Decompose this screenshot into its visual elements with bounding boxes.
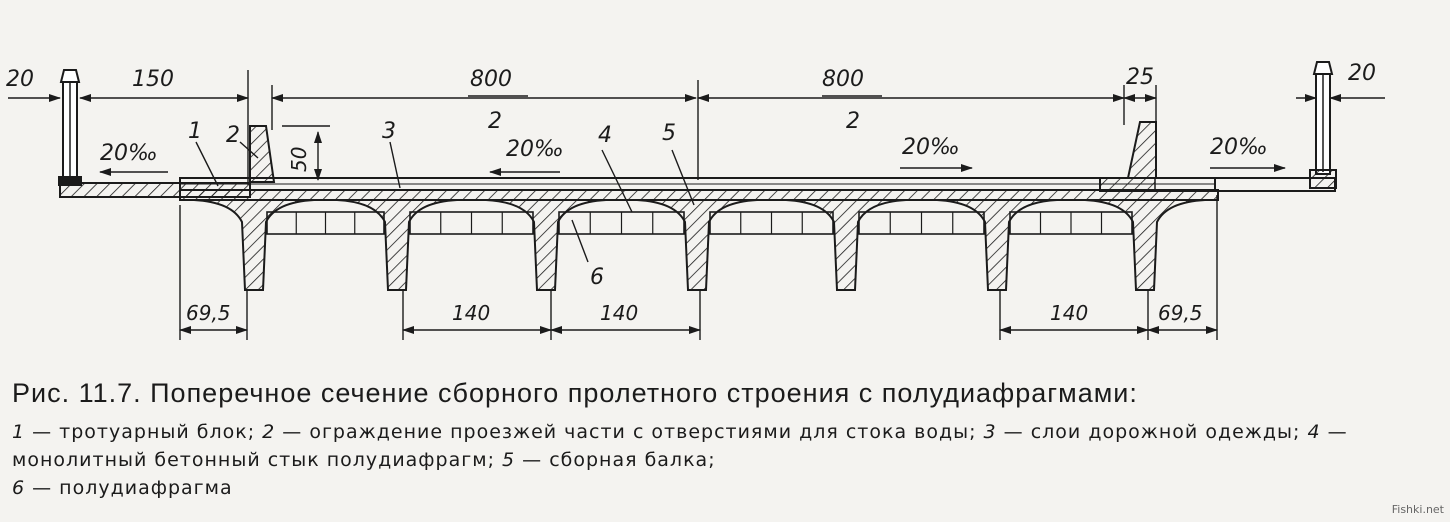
legend-num-5: 5 [502, 449, 516, 471]
callout-3: 3 [382, 119, 396, 144]
slope-left-roadway: 20‰ [506, 137, 564, 162]
dim-half-width-right-denom: 2 [846, 109, 860, 134]
flange-slab [179, 189, 1219, 201]
right-barrier [1126, 121, 1157, 179]
dim-left-railing: 20 [6, 67, 34, 92]
precast-beam-4 [636, 199, 758, 291]
precast-beam-7 [1084, 199, 1206, 291]
legend-num-2: 2 [262, 421, 276, 443]
left-barrier [249, 125, 276, 183]
callout-2: 2 [226, 123, 240, 148]
dim-edge-left: 69,5 [186, 301, 231, 325]
legend-text-5: — сборная балка; [515, 449, 716, 471]
figure-caption: Рис. 11.7. Поперечное сечение сборного п… [12, 376, 1432, 502]
legend-text-1: — тротуарный блок; [25, 421, 263, 443]
callout-4: 4 [598, 123, 612, 148]
half-diaphragms [266, 211, 1133, 235]
dim-spacing-2: 140 [600, 301, 638, 325]
slope-right-roadway: 20‰ [902, 135, 960, 160]
dim-right-railing: 20 [1348, 61, 1376, 86]
dimension-lines [8, 70, 1385, 340]
legend-num-4: 4 [1307, 421, 1321, 443]
dim-barrier-height: 50 [287, 147, 311, 172]
legend-num-3: 3 [983, 421, 997, 443]
slope-right-sidewalk: 20‰ [1210, 135, 1268, 160]
dim-spacing-3: 140 [1050, 301, 1088, 325]
left-railing [58, 69, 82, 186]
dim-half-width-left-denom: 2 [488, 109, 502, 134]
precast-beam-3 [485, 199, 607, 291]
watermark: Fishki.net [1391, 503, 1444, 516]
dim-spacing-1: 140 [452, 301, 490, 325]
legend-text-2: — ограждение проезжей части с отверстиям… [275, 421, 984, 443]
callout-6: 6 [590, 265, 604, 290]
legend-text-6: — полудиафрагма [25, 477, 233, 499]
caption-title: Рис. 11.7. Поперечное сечение сборного п… [12, 378, 1138, 408]
callout-1: 1 [188, 119, 202, 144]
dim-half-width-right: 800 [822, 67, 864, 92]
precast-beam-1 [193, 199, 315, 291]
leader-lines [195, 141, 695, 263]
legend-num-6: 6 [12, 477, 26, 499]
dim-barrier: 25 [1126, 65, 1154, 90]
legend-text-3: — слои дорожной одежды; [996, 421, 1308, 443]
dim-sidewalk: 150 [132, 67, 174, 92]
right-railing [1309, 61, 1337, 189]
precast-beams [179, 189, 1219, 291]
precast-beam-2 [336, 199, 458, 291]
cross-section-drawing: 20 150 800 2 800 2 25 20 50 69,5 140 140… [6, 61, 1385, 340]
callout-5: 5 [662, 121, 676, 146]
precast-beam-5 [785, 199, 907, 291]
legend-num-1: 1 [12, 421, 26, 443]
slope-left-sidewalk: 20‰ [100, 141, 158, 166]
caption-legend: 1 — тротуарный блок; 2 — ограждение прое… [12, 418, 1432, 502]
dim-half-width-left: 800 [470, 67, 512, 92]
precast-beam-6 [936, 199, 1058, 291]
dim-edge-right: 69,5 [1158, 301, 1203, 325]
legend-text-4: — монолитный бетонный стык полудиафрагм; [12, 421, 1348, 471]
slope-arrows [99, 164, 1286, 176]
